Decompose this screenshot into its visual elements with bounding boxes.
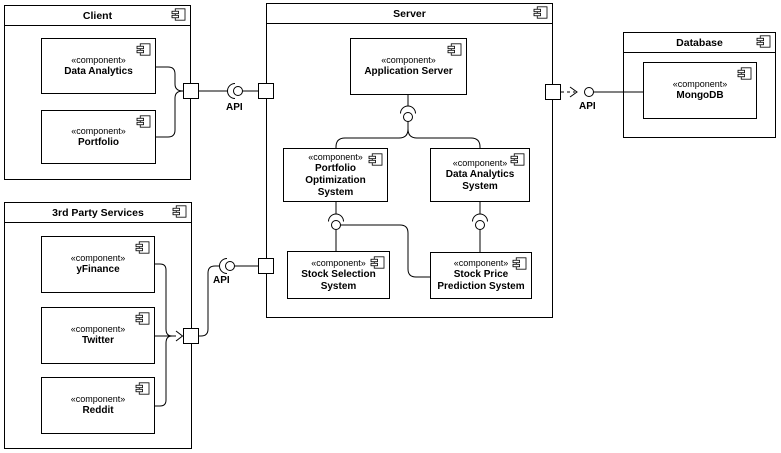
package-database-title: Database bbox=[676, 36, 723, 49]
component-name: yFinance bbox=[76, 264, 120, 275]
package-third-party-header: 3rd Party Services bbox=[5, 203, 191, 223]
ball-thirdparty-api bbox=[225, 261, 235, 271]
component-icon bbox=[533, 6, 548, 24]
server-port-right[interactable] bbox=[545, 84, 561, 100]
component-yfinance[interactable]: «component» yFinance bbox=[41, 236, 155, 293]
package-database-header: Database bbox=[624, 33, 775, 53]
component-name: Stock Price Prediction System bbox=[437, 269, 525, 292]
database-api-label: API bbox=[579, 101, 596, 112]
component-icon bbox=[171, 8, 186, 26]
stereotype-label: «component» bbox=[71, 54, 126, 65]
component-icon bbox=[512, 257, 527, 275]
component-data-analytics[interactable]: «component» Data Analytics bbox=[41, 38, 156, 94]
component-name: Data Analytics System bbox=[445, 168, 515, 192]
stereotype-label: «component» bbox=[308, 151, 363, 162]
component-icon bbox=[136, 115, 151, 133]
component-name: Portfolio Optimization System bbox=[305, 162, 366, 198]
component-portfolio-optimization-system[interactable]: «component» Portfolio Optimization Syste… bbox=[283, 148, 388, 202]
stereotype-label: «component» bbox=[70, 253, 126, 263]
component-icon bbox=[447, 43, 462, 61]
component-reddit[interactable]: «component» Reddit bbox=[41, 377, 155, 434]
package-client-title: Client bbox=[82, 9, 113, 22]
server-port-lower-left[interactable] bbox=[258, 258, 274, 274]
server-port-upper-left[interactable] bbox=[258, 83, 274, 99]
stereotype-label: «component» bbox=[71, 125, 126, 136]
component-icon bbox=[135, 382, 150, 400]
component-icon bbox=[172, 205, 187, 223]
package-server-header: Server bbox=[267, 4, 552, 24]
component-name: Portfolio bbox=[77, 136, 120, 148]
component-icon bbox=[135, 312, 150, 330]
component-mongodb[interactable]: «component» MongoDB bbox=[643, 62, 757, 119]
component-portfolio[interactable]: «component» Portfolio bbox=[41, 110, 156, 164]
stereotype-label: «component» bbox=[70, 394, 126, 404]
socket-arc-client-api bbox=[226, 83, 236, 99]
component-name: MongoDB bbox=[676, 90, 724, 101]
component-stock-price-prediction-system[interactable]: «component» Stock Price Prediction Syste… bbox=[430, 252, 532, 299]
component-stock-selection-system[interactable]: «component» Stock Selection System bbox=[287, 251, 390, 299]
component-name: Application Server bbox=[364, 66, 453, 77]
stereotype-label: «component» bbox=[453, 258, 509, 268]
stereotype-label: «component» bbox=[452, 157, 508, 168]
component-name: Twitter bbox=[81, 335, 115, 346]
stereotype-label: «component» bbox=[311, 257, 366, 268]
stereotype-label: «component» bbox=[672, 79, 728, 89]
component-name: Data Analytics bbox=[64, 65, 133, 77]
component-name: Stock Selection System bbox=[301, 268, 376, 292]
package-third-party-title: 3rd Party Services bbox=[52, 206, 144, 219]
third-party-port[interactable] bbox=[183, 328, 199, 344]
component-icon bbox=[737, 67, 752, 85]
component-icon bbox=[756, 35, 771, 53]
component-data-analytics-system[interactable]: «component» Data Analytics System bbox=[430, 148, 530, 202]
stereotype-label: «component» bbox=[381, 55, 436, 65]
open-arrow-db-api bbox=[569, 86, 578, 98]
component-application-server[interactable]: «component» Application Server bbox=[350, 38, 467, 95]
stereotype-label: «component» bbox=[70, 324, 126, 334]
component-icon bbox=[368, 153, 383, 171]
socket-arc-thirdparty-api bbox=[218, 258, 228, 274]
component-twitter[interactable]: «component» Twitter bbox=[41, 307, 155, 364]
component-icon bbox=[136, 43, 151, 61]
component-name: Reddit bbox=[82, 405, 114, 416]
package-client-header: Client bbox=[5, 6, 190, 26]
package-server-title: Server bbox=[393, 7, 426, 20]
component-icon bbox=[370, 256, 385, 274]
ball-database-api bbox=[584, 87, 594, 97]
ball-client-api bbox=[233, 86, 243, 96]
client-server-api-label: API bbox=[226, 102, 243, 113]
client-port[interactable] bbox=[183, 83, 199, 99]
component-icon bbox=[135, 241, 150, 259]
component-icon bbox=[510, 153, 525, 171]
third-party-api-label: API bbox=[213, 275, 230, 286]
